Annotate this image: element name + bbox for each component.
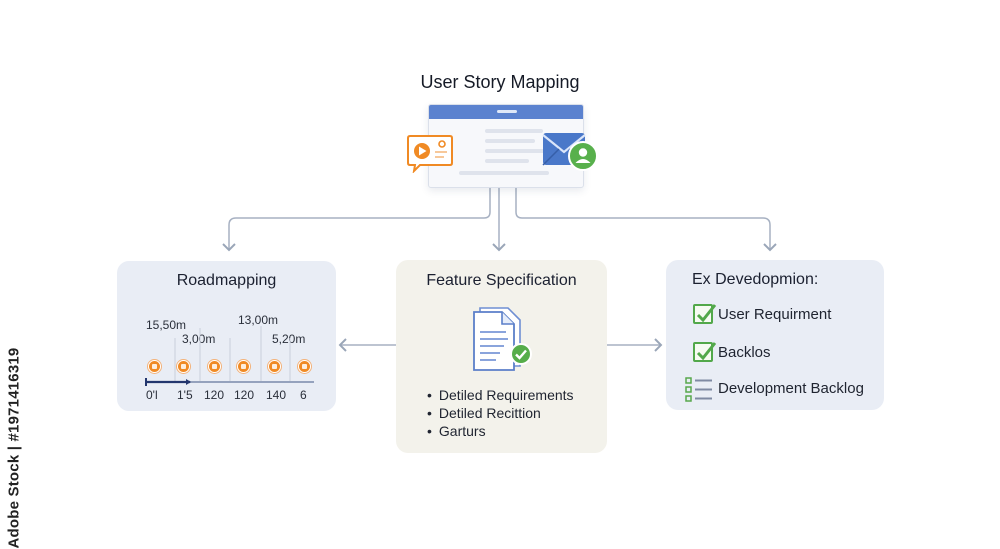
feature-bullet: Garturs — [427, 423, 486, 439]
window-titlebar-slot — [497, 110, 517, 113]
milestone-dot — [208, 360, 221, 373]
roadmapping-card — [117, 261, 336, 411]
development-title: Ex Devedopmion: — [692, 271, 819, 288]
milestone-dot — [268, 360, 281, 373]
checkbox-icon — [693, 304, 717, 324]
timeline-axis-label: 120 — [204, 388, 225, 402]
development-card — [666, 260, 884, 410]
timeline-top-label: 3,00m — [182, 332, 216, 346]
timeline-axis-label: 1'5 — [177, 388, 193, 402]
video-play-icon — [407, 135, 453, 173]
timeline-top-label: 15,50m — [146, 318, 187, 332]
content-line — [485, 139, 535, 143]
roadmapping-title: Roadmapping — [176, 272, 277, 289]
milestone-dot — [177, 360, 190, 373]
feature-bullet: Detiled Requirements — [427, 387, 574, 403]
timeline-axis-label: 6 — [300, 388, 307, 402]
connector-left — [222, 188, 491, 252]
timeline-axis-label: 0'l — [146, 388, 158, 402]
development-item: Development Backlog — [718, 380, 864, 397]
content-line — [485, 129, 543, 133]
user-icon — [568, 141, 598, 171]
check-badge-icon — [510, 343, 532, 365]
connector-right — [515, 188, 777, 252]
development-item: User Requirment — [718, 306, 832, 323]
content-line — [485, 149, 547, 153]
feature-bullet: Detiled Recittion — [427, 405, 541, 421]
page-title: User Story Mapping — [420, 72, 580, 92]
timeline-top-label: 13,00m — [238, 313, 279, 327]
feature-specification-title: Feature Specification — [426, 272, 577, 289]
document-icon — [473, 307, 521, 371]
checklist-icon — [685, 377, 712, 402]
checkbox-icon — [693, 342, 717, 362]
milestone-dot — [237, 360, 250, 373]
timeline-axis-label: 120 — [234, 388, 255, 402]
development-item: Backlos — [718, 344, 771, 361]
content-line — [485, 159, 529, 163]
timeline-guides — [145, 326, 314, 386]
timeline-top-label: 5,20m — [272, 332, 306, 346]
timeline-axis-label: 140 — [266, 388, 287, 402]
milestone-dot — [298, 360, 311, 373]
milestone-dot — [148, 360, 161, 373]
content-line — [459, 171, 549, 175]
stock-watermark: Adobe Stock | #1971416319 — [5, 347, 23, 549]
